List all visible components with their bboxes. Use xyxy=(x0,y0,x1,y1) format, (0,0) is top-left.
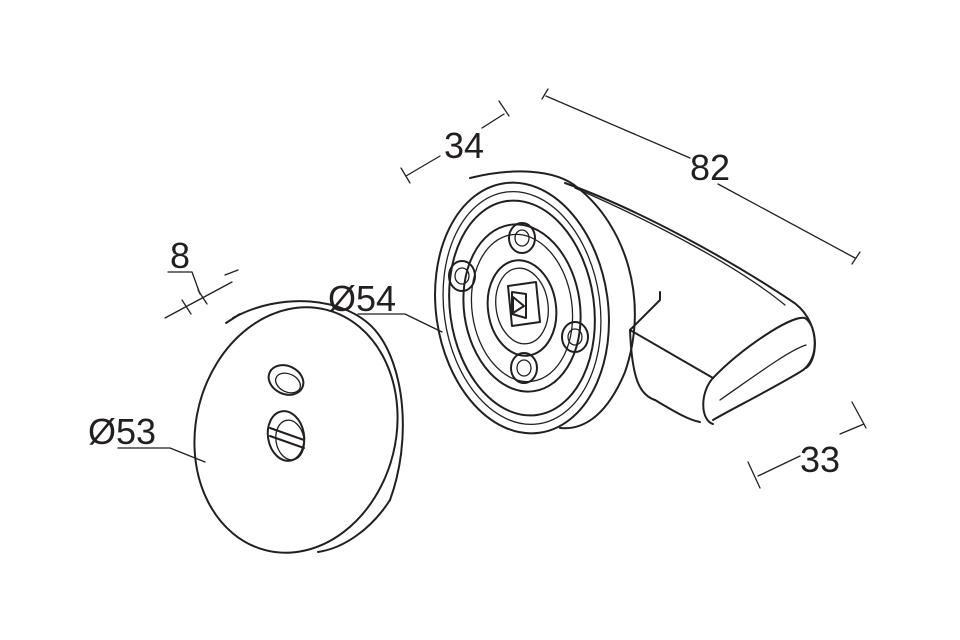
knob-base-outer-rim xyxy=(434,181,610,435)
dimension-handle-height xyxy=(747,401,867,489)
rosette xyxy=(193,300,404,554)
square-spindle-icon xyxy=(511,291,527,319)
dim-label-base-depth: 34 xyxy=(444,125,484,166)
rosette-face xyxy=(193,306,399,554)
dimension-base-depth xyxy=(400,100,510,184)
rosette-edge-top xyxy=(225,313,241,324)
emergency-release-slot xyxy=(266,410,306,462)
dimension-rosette-diameter xyxy=(117,447,206,463)
dim-label-base-diameter: Ø54 xyxy=(328,278,396,319)
dimension-knob-length xyxy=(541,88,861,265)
indicator-window xyxy=(267,364,305,396)
rosette-edge-bottom xyxy=(317,499,391,553)
mounting-bosses xyxy=(448,222,589,384)
spindle-hub xyxy=(486,259,558,357)
rosette-back-edge xyxy=(232,300,404,501)
dim-label-handle-height: 33 xyxy=(800,439,840,480)
dimension-base-diameter xyxy=(357,313,443,333)
dim-label-knob-length: 82 xyxy=(690,147,730,188)
knob-base xyxy=(434,170,636,435)
knob-handle xyxy=(564,182,816,425)
dim-label-rosette-thickness: 8 xyxy=(170,235,190,276)
dim-label-rosette-diameter: Ø53 xyxy=(88,411,156,452)
dimension-rosette-thickness xyxy=(164,269,239,319)
